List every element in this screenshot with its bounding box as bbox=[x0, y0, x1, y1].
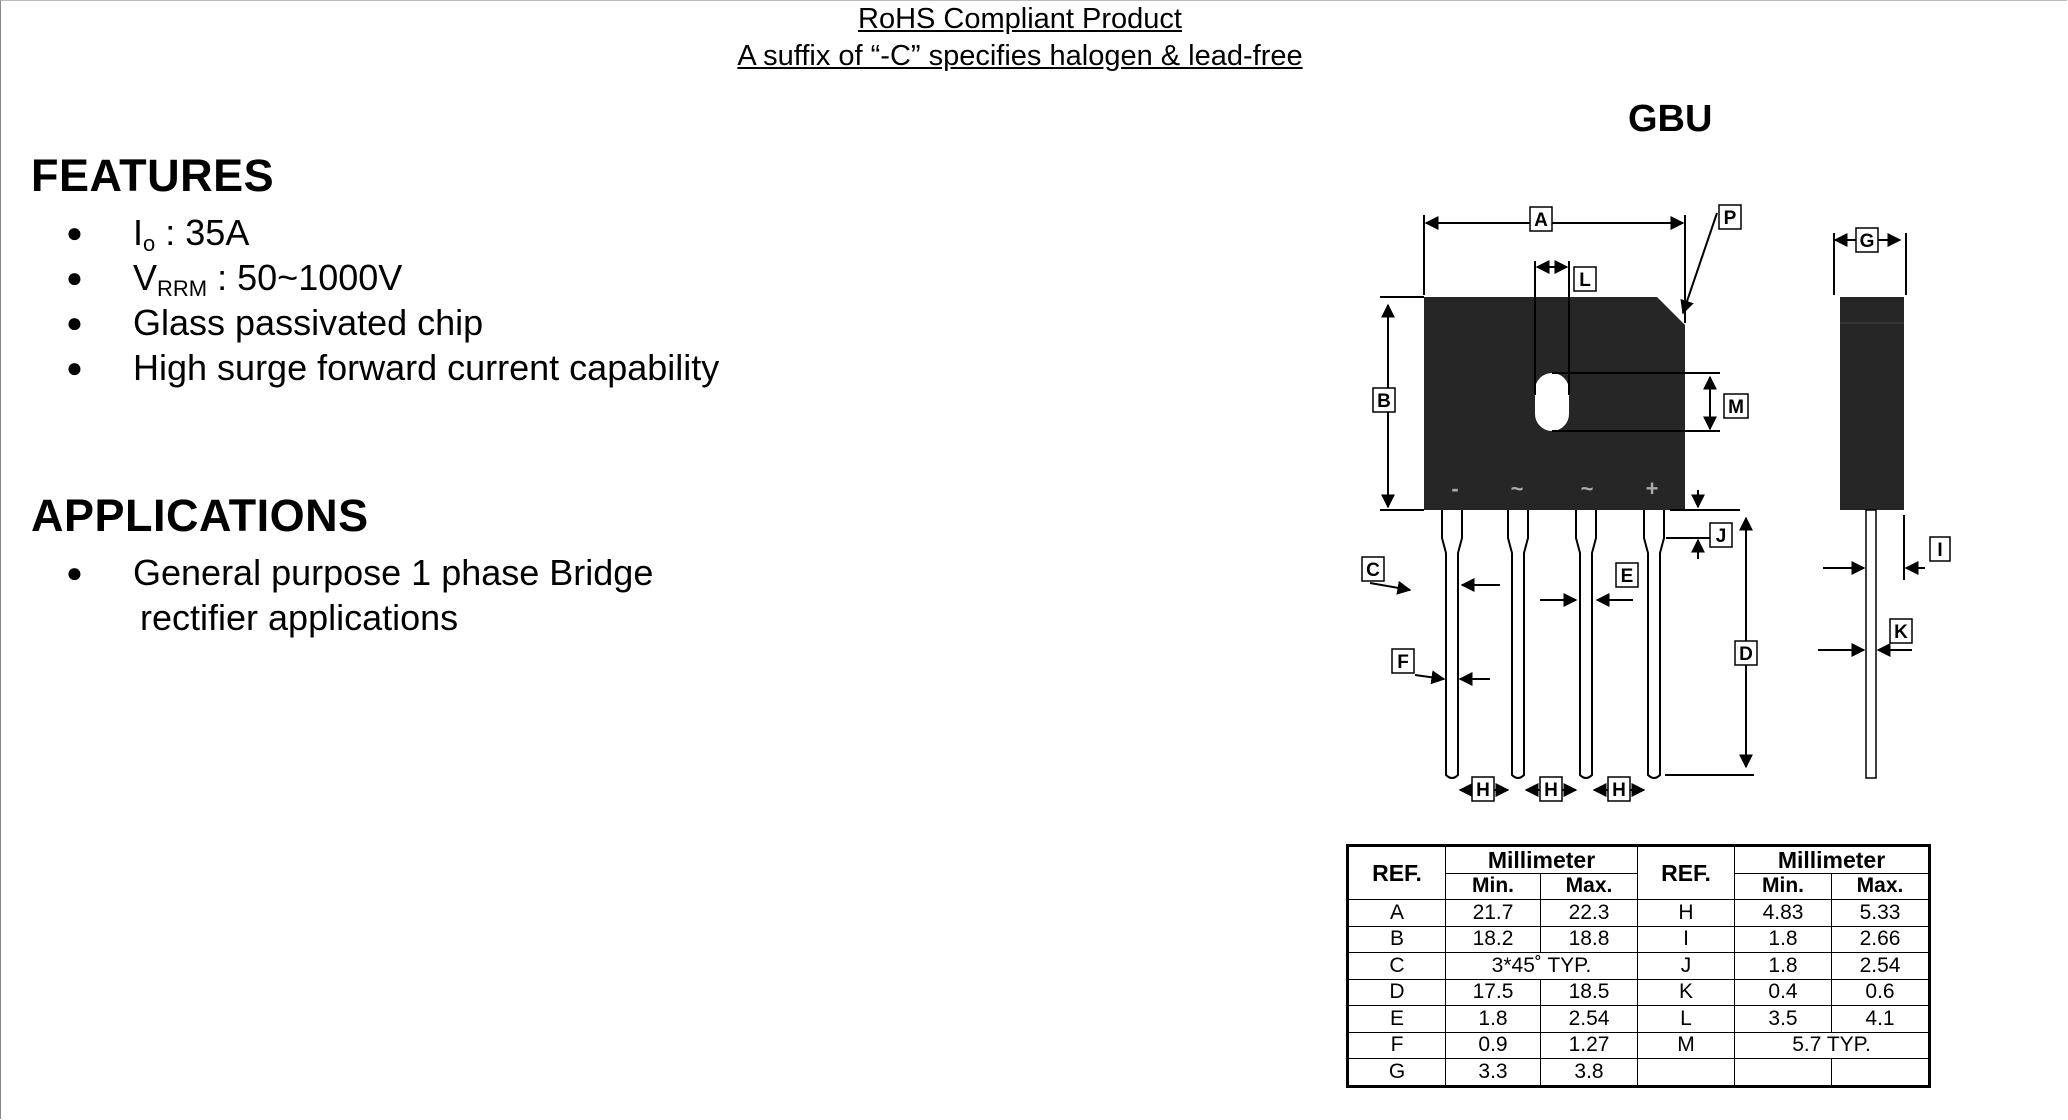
ref-cell: C bbox=[1347, 952, 1446, 980]
value-cell: 18.2 bbox=[1445, 925, 1541, 953]
value-cell: 0.4 bbox=[1734, 978, 1832, 1006]
svg-text:I: I bbox=[1937, 540, 1942, 561]
gbu-package-diagram: - ~ ~ + bbox=[1361, 204, 1951, 802]
svg-text:A: A bbox=[1534, 210, 1548, 231]
ref-cell: G bbox=[1347, 1058, 1446, 1087]
rohs-header: RoHS Compliant Product bbox=[858, 3, 1182, 35]
ref-cell: E bbox=[1347, 1005, 1446, 1033]
value-cell: 4.1 bbox=[1831, 1005, 1930, 1033]
value-cell: J bbox=[1637, 952, 1735, 980]
table-header-row: REF. Millimeter REF. Millimeter bbox=[1347, 845, 1930, 900]
bullet-icon: ● bbox=[66, 217, 83, 248]
millimeter-header-right: Millimeter bbox=[1734, 845, 1930, 874]
ref-cell: B bbox=[1347, 925, 1446, 953]
value-cell: 0.9 bbox=[1445, 1031, 1541, 1059]
svg-text:E: E bbox=[1621, 566, 1634, 587]
ref-cell: D bbox=[1347, 978, 1446, 1006]
ref-cell: L bbox=[1637, 1005, 1735, 1033]
value-cell: 3*45˚ TYP. bbox=[1445, 952, 1638, 980]
ref-cell: H bbox=[1637, 899, 1735, 927]
svg-text:D: D bbox=[1739, 644, 1753, 665]
value-cell: 3.8 bbox=[1540, 1058, 1638, 1087]
bullet-icon: ● bbox=[66, 307, 83, 338]
svg-text:P: P bbox=[1724, 208, 1737, 229]
svg-text:H: H bbox=[1544, 780, 1558, 801]
ref-cell bbox=[1637, 1058, 1735, 1087]
value-cell: 4.83 bbox=[1734, 899, 1832, 927]
pin-marking-ac1: ~ bbox=[1511, 476, 1524, 501]
ref-header-left: REF. bbox=[1347, 845, 1446, 900]
ref-cell: F bbox=[1347, 1031, 1446, 1059]
pin-marking-plus: + bbox=[1646, 476, 1659, 501]
svg-text:K: K bbox=[1894, 622, 1908, 643]
svg-text:G: G bbox=[1860, 231, 1875, 252]
ref-cell: 1.8 bbox=[1734, 952, 1832, 980]
leads bbox=[1441, 510, 1665, 779]
ref-cell: A bbox=[1347, 899, 1446, 927]
svg-text:J: J bbox=[1716, 526, 1727, 547]
value-cell: 21.7 bbox=[1445, 899, 1541, 927]
pin-marking-minus: - bbox=[1451, 476, 1458, 501]
svg-text:M: M bbox=[1728, 397, 1744, 418]
value-cell: 5.33 bbox=[1831, 899, 1930, 927]
value-cell: 2.54 bbox=[1831, 952, 1930, 980]
features-title: FEATURES bbox=[31, 150, 275, 201]
value-cell: 0.6 bbox=[1831, 978, 1930, 1006]
value-cell: 17.5 bbox=[1445, 978, 1541, 1006]
value-cell: 22.3 bbox=[1540, 899, 1638, 927]
package-title: GBU bbox=[1628, 98, 1713, 140]
applications-title: APPLICATIONS bbox=[31, 490, 369, 541]
svg-text:B: B bbox=[1377, 391, 1391, 412]
bullet-icon: ● bbox=[66, 352, 83, 383]
ref-cell: K bbox=[1637, 978, 1735, 1006]
value-cell: 18.5 bbox=[1540, 978, 1638, 1006]
max-header: Max. bbox=[1540, 872, 1638, 900]
min-header: Min. bbox=[1734, 872, 1832, 900]
dimension-labels: A P B L M G J D C E F H H H I K bbox=[1361, 204, 1951, 802]
svg-text:F: F bbox=[1397, 652, 1409, 673]
value-cell: 2.66 bbox=[1831, 925, 1930, 953]
value-cell: 2.54 bbox=[1540, 1005, 1638, 1033]
bullet-icon: ● bbox=[66, 557, 83, 588]
value-cell bbox=[1831, 1058, 1930, 1087]
side-view-lead bbox=[1865, 509, 1877, 779]
pin-marking-ac2: ~ bbox=[1581, 476, 1594, 501]
value-cell: 5.7 TYP. bbox=[1734, 1031, 1930, 1059]
ref-cell: I bbox=[1637, 925, 1735, 953]
value-cell: 3.5 bbox=[1734, 1005, 1832, 1033]
value-cell: 1.27 bbox=[1540, 1031, 1638, 1059]
dimensions-table: REF. Millimeter REF. Millimeter Min. Max… bbox=[1346, 844, 1931, 1088]
bullet-icon: ● bbox=[66, 262, 83, 293]
table-subheader-row: Min. Max. Min. Max. bbox=[1348, 872, 1930, 900]
side-view-body bbox=[1840, 297, 1904, 510]
value-cell bbox=[1734, 1058, 1832, 1087]
value-cell: 1.8 bbox=[1445, 1005, 1541, 1033]
ref-header-right: REF. bbox=[1637, 845, 1735, 900]
value-cell: 3.3 bbox=[1445, 1058, 1541, 1087]
svg-text:H: H bbox=[1612, 780, 1626, 801]
value-cell: 18.8 bbox=[1540, 925, 1638, 953]
ref-cell: M bbox=[1637, 1031, 1735, 1059]
max-header: Max. bbox=[1831, 872, 1930, 900]
svg-text:C: C bbox=[1366, 560, 1380, 581]
svg-text:H: H bbox=[1476, 780, 1490, 801]
value-cell: 1.8 bbox=[1734, 925, 1832, 953]
mounting-hole bbox=[1535, 373, 1569, 431]
min-header: Min. bbox=[1445, 872, 1541, 900]
halogen-free-note: A suffix of “-C” specifies halogen & lea… bbox=[737, 40, 1303, 72]
svg-text:L: L bbox=[1579, 270, 1591, 291]
millimeter-header-left: Millimeter bbox=[1445, 845, 1638, 874]
